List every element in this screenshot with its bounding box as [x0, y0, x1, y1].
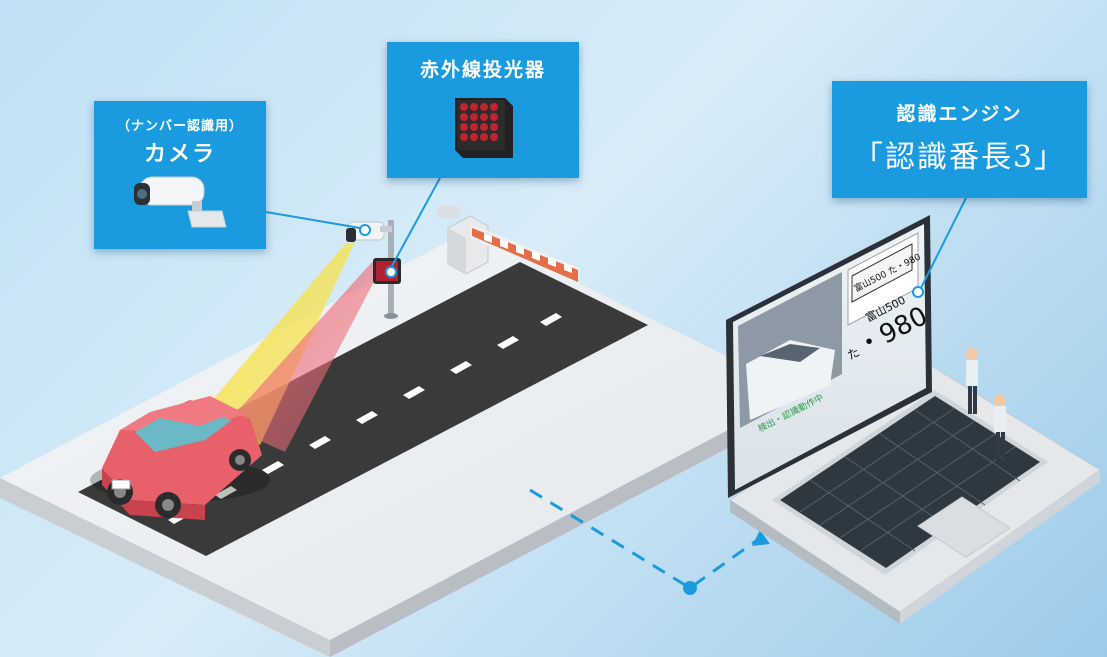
gate-barrier [438, 206, 580, 284]
camera-label-main: カメラ [143, 142, 216, 167]
engine-pointer-dot [912, 286, 924, 298]
camera-pointer-dot [359, 224, 371, 236]
person-standing [966, 348, 978, 414]
engine-label-top: 認識エンジン [896, 103, 1023, 125]
infrared-pointer-dot [385, 266, 397, 278]
screen-plate-kana: た [845, 345, 862, 363]
infrared-projector-icon [455, 98, 513, 158]
infrared-label-box: 赤外線投光器 [387, 42, 579, 178]
infrared-beam [225, 262, 380, 452]
camera-label-sub: （ナンバー認識用） [116, 119, 243, 134]
camera-icon [134, 176, 227, 228]
infrared-label: 赤外線投光器 [419, 59, 546, 81]
engine-label-name: 「認識番長3」 [852, 140, 1067, 175]
camera-connector [265, 211, 361, 229]
trackpad [917, 496, 1011, 558]
engine-label-box: 認識エンジン 「認識番長3」 [832, 81, 1087, 198]
data-flow-arrow [529, 488, 770, 595]
infrared-connector [391, 177, 441, 267]
engine-connector [919, 197, 967, 291]
keyboard [772, 390, 1048, 575]
camera-beam [200, 242, 355, 445]
camera-label-box: （ナンバー認識用） カメラ [94, 101, 266, 249]
car [90, 396, 270, 520]
laptop [726, 215, 1101, 624]
person-leaning [994, 394, 1006, 462]
